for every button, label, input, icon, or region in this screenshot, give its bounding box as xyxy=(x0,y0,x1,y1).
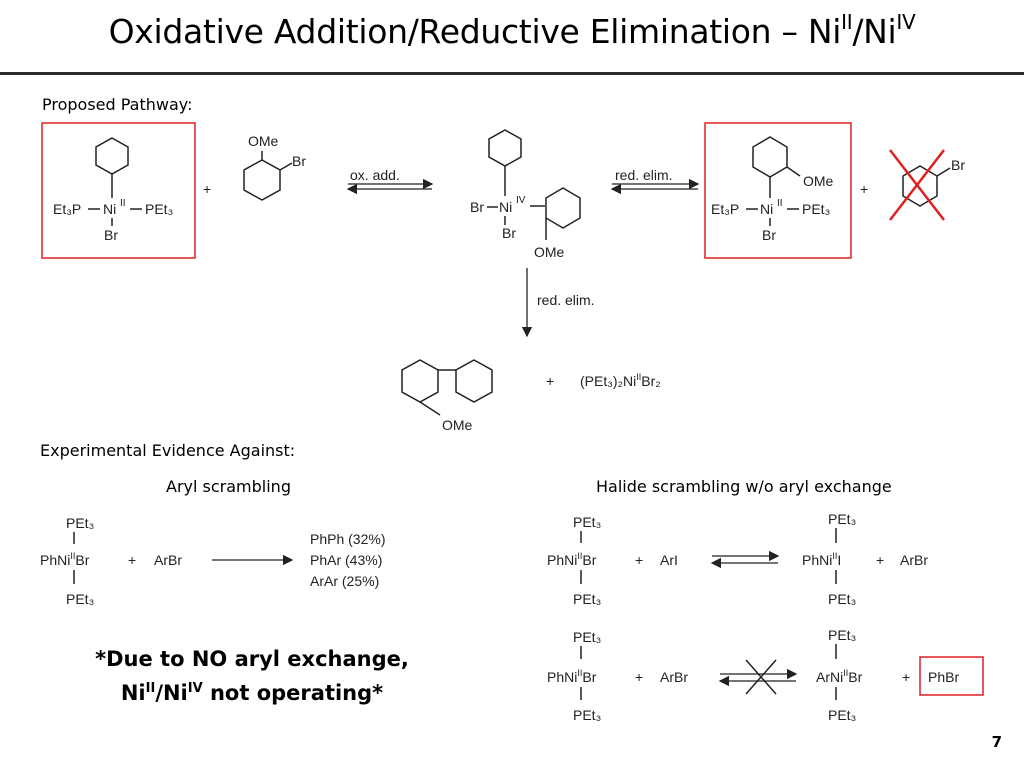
arbr-label: ArBr xyxy=(660,669,688,685)
pet3-label: PEt₃ xyxy=(66,591,94,607)
ox-add-label: ox. add. xyxy=(350,167,400,183)
oxidation-state-label: II xyxy=(777,198,783,209)
no-reaction-cross xyxy=(745,659,777,695)
halide-scrambling-label: Halide scrambling w/o aryl exchange xyxy=(596,477,892,496)
pet3-label: Et₃P xyxy=(711,201,739,217)
plus-sign: + xyxy=(128,552,136,568)
cross-out-mark xyxy=(889,149,945,221)
br-label: Br xyxy=(762,227,776,243)
plus-sign: + xyxy=(203,181,211,197)
phni-i-label: PhNiIII xyxy=(802,551,841,568)
br-label: Br xyxy=(292,153,306,169)
proposed-pathway-label: Proposed Pathway: xyxy=(42,95,193,114)
conclusion-line-1: *Due to NO aryl exchange, xyxy=(95,647,409,671)
crossed-bromobenzene: Br xyxy=(889,149,965,221)
aryl-ring xyxy=(752,136,788,178)
ni-label: Ni xyxy=(760,201,773,217)
phni-br-label: PhNiIIBr xyxy=(40,551,90,568)
pet3-label: PEt₃ xyxy=(828,707,856,723)
arbr-label: ArBr xyxy=(900,552,928,568)
halide-scrambling-row-2: PEt₃ PhNiIIBr PEt₃ + ArBr PEt₃ ArNiIIBr … xyxy=(547,627,984,723)
ari-label: ArI xyxy=(660,552,678,568)
aryl-scrambling-scheme: PEt₃ PhNiIIBr PEt₃ + ArBr PhPh (32%) PhA… xyxy=(40,515,385,607)
arni-br-label: ArNiIIBr xyxy=(816,668,863,685)
pet3-label: PEt₃ xyxy=(573,591,601,607)
ni-label: Ni xyxy=(499,199,512,215)
product-complex-box xyxy=(704,122,852,259)
aryl-ring xyxy=(545,187,581,229)
phenyl-ring xyxy=(95,137,129,175)
red-elim-label: red. elim. xyxy=(615,167,673,183)
biaryl-product: OMe xyxy=(401,359,493,433)
ome-label: OMe xyxy=(442,417,473,433)
title-divider xyxy=(0,72,1024,75)
pet3-label: PEt₃ xyxy=(828,627,856,643)
plus-sign: + xyxy=(546,373,554,389)
aryl-scrambling-label: Aryl scrambling xyxy=(166,477,291,496)
pet3-label: PEt₃ xyxy=(66,515,94,531)
ni-iv-intermediate: Br Ni IV Br OMe xyxy=(470,129,581,260)
phbr-label: PhBr xyxy=(928,669,959,685)
ome-label: OMe xyxy=(803,173,834,189)
pet3-label: PEt₃ xyxy=(828,511,856,527)
arbr-label: ArBr xyxy=(154,552,182,568)
pet3-label: PEt₃ xyxy=(802,201,830,217)
phar-yield: PhAr (43%) xyxy=(310,552,382,568)
halide-scrambling-row-1: PEt₃ PhNiIIBr PEt₃ + ArI PEt₃ PhNiIII PE… xyxy=(547,511,928,607)
pet3-label: PEt₃ xyxy=(828,591,856,607)
arar-yield: ArAr (25%) xyxy=(310,573,379,589)
bromoanisole: OMe Br xyxy=(243,133,306,201)
starting-complex: Et₃P Ni II PEt₃ Br xyxy=(53,137,173,243)
plus-sign: + xyxy=(902,669,910,685)
plus-sign: + xyxy=(860,181,868,197)
br-label: Br xyxy=(470,199,484,215)
br-label: Br xyxy=(502,225,516,241)
evidence-label: Experimental Evidence Against: xyxy=(40,441,296,460)
oxidation-state-label: II xyxy=(120,198,126,209)
page-number: 7 xyxy=(991,733,1002,751)
starting-complex-box xyxy=(41,122,196,259)
phenyl-ring xyxy=(488,129,522,167)
ome-label: OMe xyxy=(248,133,279,149)
red-elim-label: red. elim. xyxy=(537,292,595,308)
oxidation-state-label: IV xyxy=(516,195,526,206)
plus-sign: + xyxy=(635,669,643,685)
ni-label: Ni xyxy=(103,201,116,217)
phni-br-label: PhNiIIBr xyxy=(547,551,597,568)
pet3-label: PEt₃ xyxy=(573,629,601,645)
aryl-ring xyxy=(401,359,439,403)
pet3-label: PEt₃ xyxy=(573,707,601,723)
product-complex: OMe Et₃P Ni II PEt₃ Br xyxy=(711,136,834,243)
pet3-label: PEt₃ xyxy=(573,514,601,530)
slide-title: Oxidative Addition/Reductive Elimination… xyxy=(108,10,916,51)
aryl-ring xyxy=(455,359,493,403)
pet3-label: PEt₃ xyxy=(145,201,173,217)
br-label: Br xyxy=(951,157,965,173)
aryl-ring xyxy=(243,159,281,201)
nickel-byproduct: (PEt₃)₂NiIIBr₂ xyxy=(580,372,661,389)
pet3-label: Et₃P xyxy=(53,201,81,217)
plus-sign: + xyxy=(635,552,643,568)
phni-br-label: PhNiIIBr xyxy=(547,668,597,685)
conclusion-note: *Due to NO aryl exchange, NiII/NiIV not … xyxy=(62,644,442,708)
conclusion-line-2: NiII/NiIV not operating* xyxy=(120,681,384,705)
phph-yield: PhPh (32%) xyxy=(310,531,385,547)
ome-label: OMe xyxy=(534,244,565,260)
br-label: Br xyxy=(104,227,118,243)
plus-sign: + xyxy=(876,552,884,568)
phbr-box xyxy=(919,656,984,696)
